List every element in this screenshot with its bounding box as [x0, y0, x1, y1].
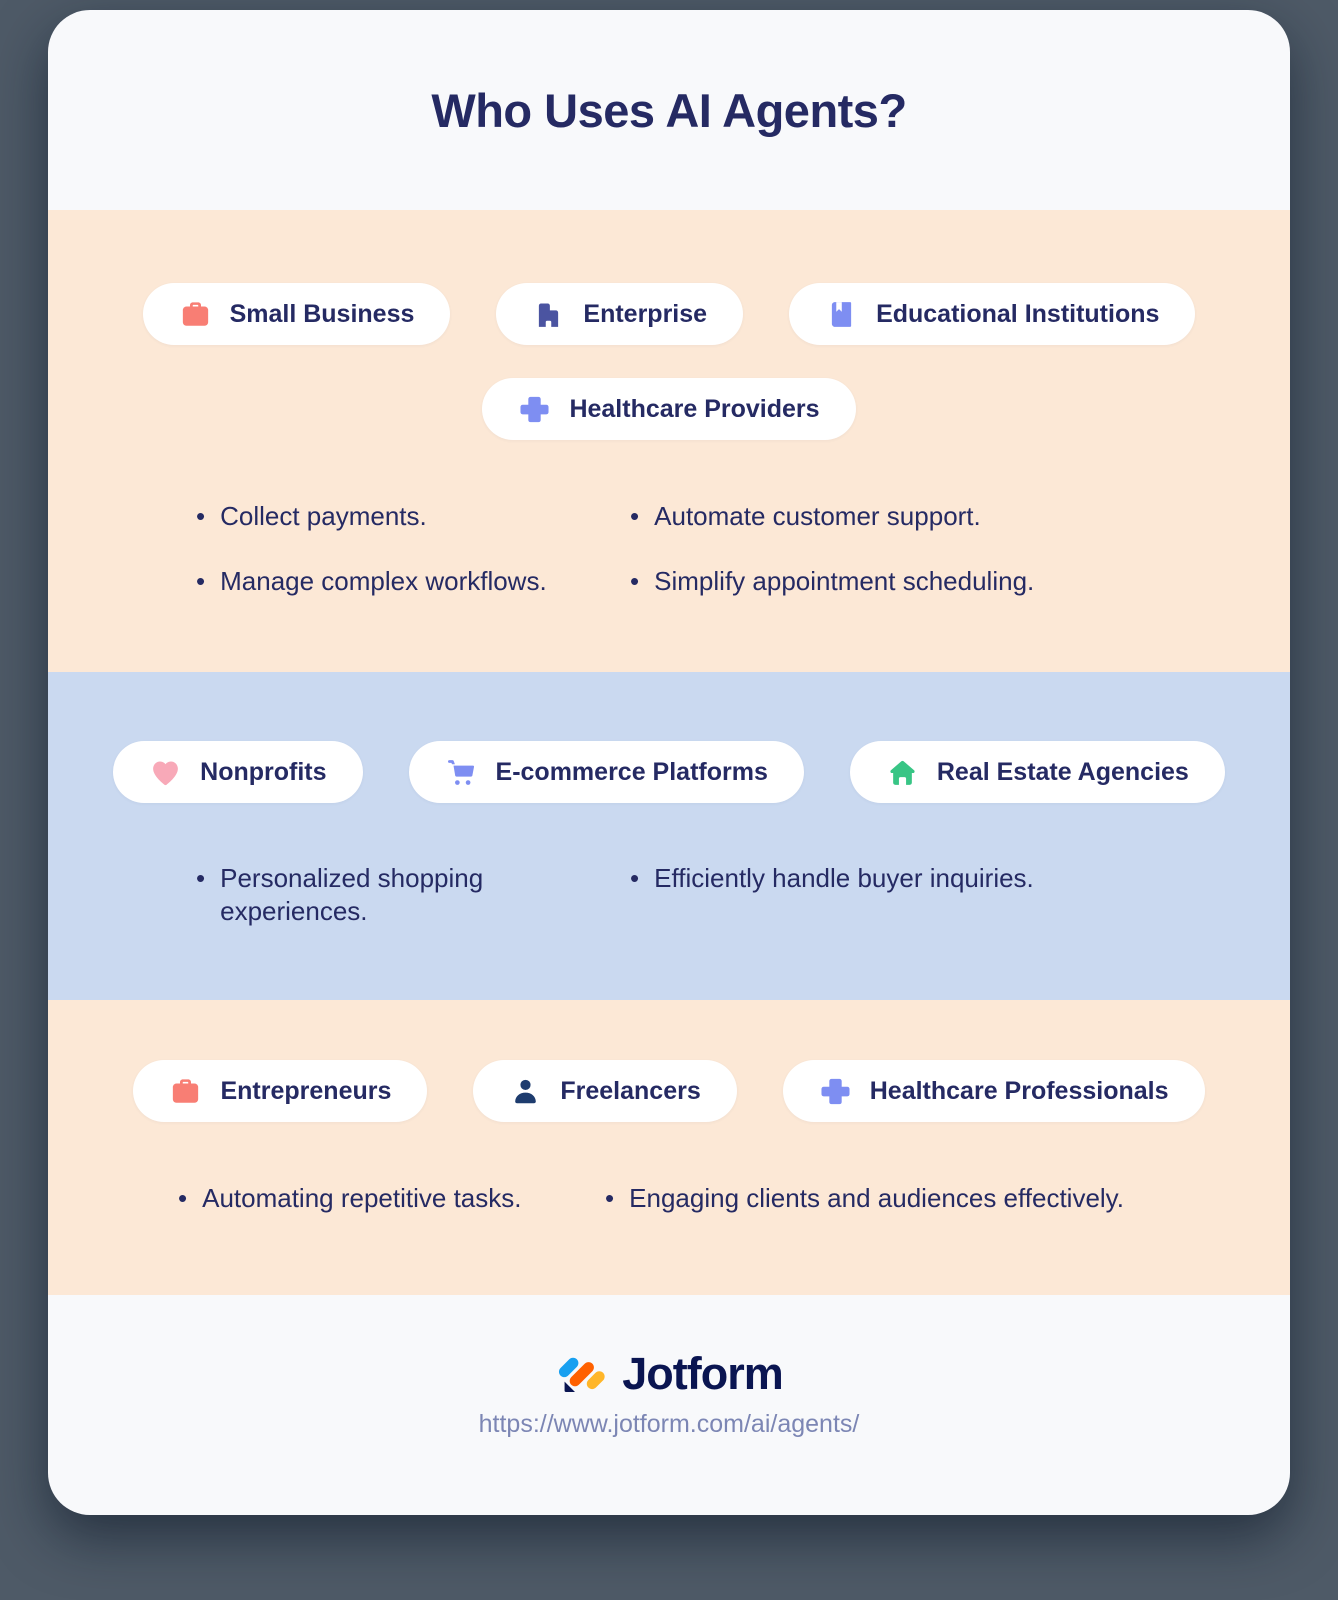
pill-label: Real Estate Agencies: [936, 757, 1189, 786]
bullet-column-right: • Engaging clients and audiences effectiv…: [582, 1182, 1290, 1247]
brand-row: Jotform: [48, 1295, 1290, 1401]
bullet-item: • Engaging clients and audiences effectiv…: [605, 1182, 1290, 1215]
building-icon: [532, 298, 565, 331]
pill-label: Freelancers: [560, 1076, 701, 1105]
bullet-item: • Automate customer support.: [630, 500, 1290, 533]
heart-icon: [149, 756, 182, 789]
bullet-dot: •: [630, 863, 640, 893]
page-title: Who Uses AI Agents?: [431, 83, 907, 137]
bullet-column-left: • Automating repetitive tasks.: [48, 1182, 582, 1247]
pill-row: Healthcare Providers: [48, 378, 1290, 440]
pill-real-estate-agencies: Real Estate Agencies: [849, 741, 1225, 803]
pill-e-commerce-platforms: E-commerce Platforms: [408, 741, 804, 803]
bullet-text: Efficiently handle buyer inquiries.: [654, 863, 1034, 893]
bullet-column-left: • Collect payments. • Manage complex workfl…: [48, 500, 582, 629]
pill-label: E-commerce Platforms: [495, 757, 768, 786]
bullet-dot: •: [630, 501, 640, 531]
bullet-text: Automate customer support.: [654, 501, 981, 531]
person-icon: [509, 1075, 542, 1108]
bullet-text: Automating repetitive tasks.: [202, 1183, 522, 1213]
medical-cross-icon: [518, 393, 551, 426]
pill-label: Healthcare Providers: [569, 394, 820, 423]
bullet-text: Engaging clients and audiences effective…: [629, 1183, 1124, 1213]
pill-healthcare-professionals: Healthcare Professionals: [782, 1060, 1205, 1122]
pill-label: Entrepreneurs: [220, 1076, 392, 1105]
pill-label: Healthcare Professionals: [869, 1076, 1169, 1105]
cart-icon: [445, 756, 478, 789]
bullet-item: • Personalized shopping experiences.: [196, 862, 582, 927]
bullet-list: • Automating repetitive tasks. • Engaging …: [48, 1182, 1290, 1247]
bullet-text: Simplify appointment scheduling.: [654, 565, 1035, 596]
header: Who Uses AI Agents?: [48, 10, 1290, 210]
infographic-card: Who Uses AI Agents? Small Business Enterp…: [48, 10, 1290, 1515]
book-icon: [825, 298, 858, 331]
section-commerce-and-services: Nonprofits E-commerce Platforms Real Estat…: [48, 672, 1290, 1000]
pill-enterprise: Enterprise: [496, 283, 744, 345]
bullet-dot: •: [196, 501, 206, 531]
bullet-item: • Automating repetitive tasks.: [178, 1182, 582, 1215]
pill-row: Entrepreneurs Freelancers Healthcare Profe…: [48, 1000, 1290, 1122]
medical-cross-icon: [819, 1075, 852, 1108]
pill-label: Enterprise: [583, 299, 708, 328]
bullet-text: Personalized shopping experiences.: [220, 863, 484, 926]
bullet-dot: •: [196, 565, 206, 596]
pill-row: Small Business Enterprise Educational Inst…: [48, 210, 1290, 345]
bullet-dot: •: [178, 1183, 188, 1213]
jotform-logo-icon: [555, 1347, 609, 1401]
briefcase-icon: [179, 298, 212, 331]
bullet-dot: •: [630, 565, 640, 596]
home-icon: [886, 756, 919, 789]
bullet-list: • Collect payments. • Manage complex workfl…: [48, 500, 1290, 629]
pill-row: Nonprofits E-commerce Platforms Real Estat…: [48, 672, 1290, 803]
bullet-item: • Simplify appointment scheduling.: [630, 565, 1290, 598]
bullet-list: • Personalized shopping experiences. • Eff…: [48, 862, 1290, 959]
brand-name: Jotform: [622, 1348, 783, 1399]
bullet-column-right: • Automate customer support. • Simplify app…: [582, 500, 1290, 629]
section-business-and-institutions: Small Business Enterprise Educational Inst…: [48, 210, 1290, 672]
bullet-item: • Collect payments.: [196, 500, 582, 533]
footer: Jotform https://www.jotform.com/ai/agent…: [48, 1295, 1290, 1515]
pill-entrepreneurs: Entrepreneurs: [133, 1060, 428, 1122]
pill-healthcare-providers: Healthcare Providers: [482, 378, 856, 440]
pill-nonprofits: Nonprofits: [113, 741, 363, 803]
bullet-text: Manage complex workflows.: [220, 565, 547, 596]
pill-small-business: Small Business: [142, 283, 451, 345]
pill-label: Educational Institutions: [876, 299, 1160, 328]
footer-url: https://www.jotform.com/ai/agents/: [478, 1410, 860, 1438]
bullet-item: • Manage complex workflows.: [196, 565, 582, 598]
bullet-item: • Efficiently handle buyer inquiries.: [630, 862, 1290, 895]
bullet-column-left: • Personalized shopping experiences.: [48, 862, 582, 959]
pill-label: Small Business: [229, 299, 415, 328]
briefcase-icon: [169, 1075, 202, 1108]
bullet-dot: •: [196, 863, 206, 893]
bullet-text: Collect payments.: [220, 501, 427, 531]
pill-freelancers: Freelancers: [473, 1060, 737, 1122]
section-individuals: Entrepreneurs Freelancers Healthcare Profe…: [48, 1000, 1290, 1295]
pill-label: Nonprofits: [200, 757, 327, 786]
bullet-column-right: • Efficiently handle buyer inquiries.: [582, 862, 1290, 959]
bullet-dot: •: [605, 1183, 615, 1213]
pill-educational-institutions: Educational Institutions: [789, 283, 1196, 345]
